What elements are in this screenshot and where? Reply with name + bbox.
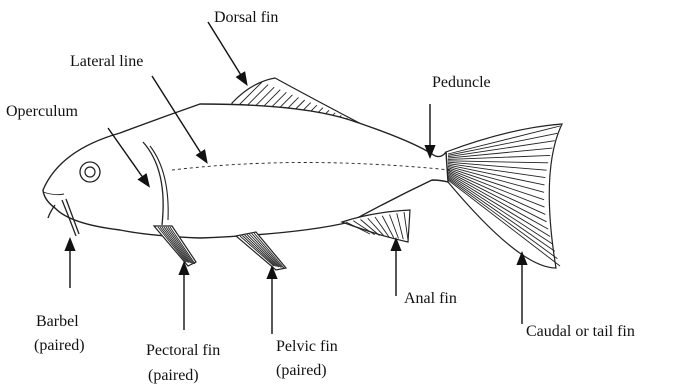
label-pelvic-fin: Pelvic fin bbox=[276, 338, 338, 355]
label-barbel: Barbel bbox=[36, 313, 79, 330]
fin-ray bbox=[247, 235, 279, 268]
label-pectoral-fin: Pectoral fin bbox=[146, 342, 220, 359]
label-barbel-paired: (paired) bbox=[34, 337, 85, 354]
label-caudal-fin: Caudal or tail fin bbox=[526, 323, 635, 340]
label-dorsal-fin: Dorsal fin bbox=[214, 9, 278, 26]
label-peduncle: Peduncle bbox=[432, 74, 491, 91]
pelvic-fin bbox=[236, 232, 286, 270]
arrow-dorsal bbox=[208, 22, 244, 80]
label-operculum: Operculum bbox=[6, 103, 79, 120]
label-pectoral-paired: (paired) bbox=[148, 367, 199, 384]
label-pelvic-paired: (paired) bbox=[276, 362, 327, 379]
caudal-fin bbox=[446, 124, 562, 268]
eye bbox=[80, 162, 100, 182]
label-lateral-line: Lateral line bbox=[70, 53, 143, 70]
label-anal-fin: Anal fin bbox=[404, 290, 457, 307]
